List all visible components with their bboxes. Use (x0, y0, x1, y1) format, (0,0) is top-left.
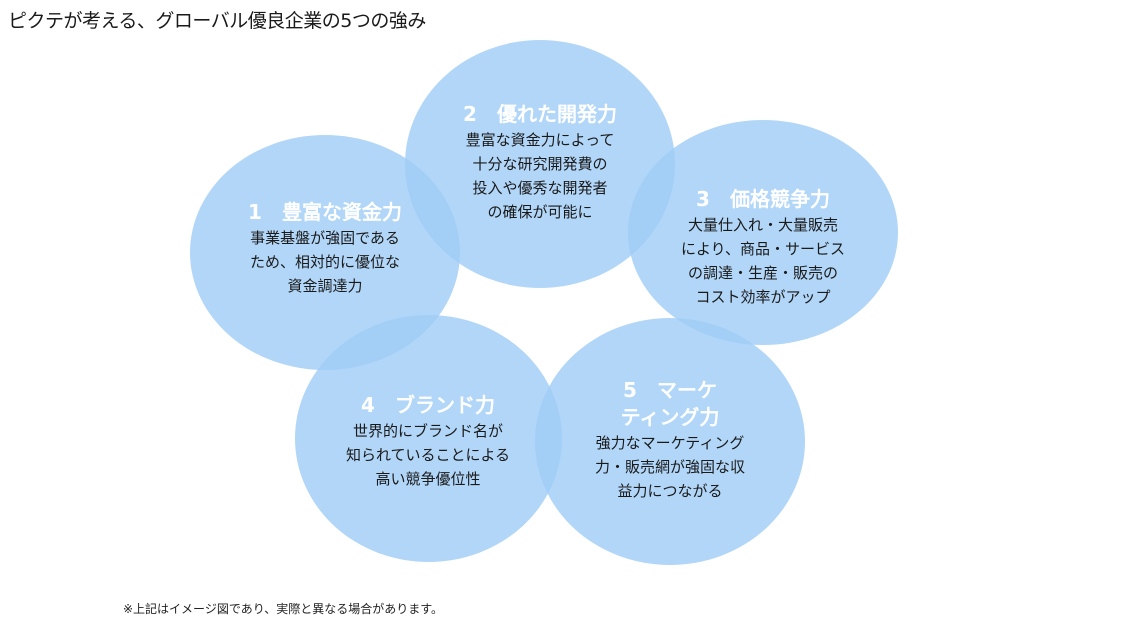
strength-title: 4 ブランド力 (361, 393, 495, 417)
circle-strength-4 (295, 315, 562, 562)
strength-title: 1 豊富な資金力 (248, 200, 402, 224)
strength-line: 知られていることによる (345, 446, 511, 464)
strength-title: 2 優れた開発力 (463, 102, 617, 126)
strength-line: 力・販売網が強固な収 (594, 458, 745, 476)
strength-line: により、商品・サービス (680, 240, 846, 258)
disclaimer-note: ※上記はイメージ図であり、実際と異なる場合があります。 (123, 602, 444, 616)
strength-line: 強力なマーケティング (595, 434, 745, 452)
strength-line: の確保が可能に (487, 203, 593, 221)
strength-line: 投入や優秀な開発者 (472, 179, 608, 197)
strength-line: 資金調達力 (287, 277, 363, 295)
strength-2-text: 2 優れた開発力 豊富な資金力によって 十分な研究開発費の 投入や優秀な開発者 … (410, 101, 670, 224)
strength-line: の調達・生産・販売の (687, 264, 838, 282)
strength-line: 世界的にブランド名が (352, 422, 503, 440)
strength-line: 十分な研究開発費の (472, 155, 608, 173)
strength-title: 3 価格競争力 (696, 187, 830, 211)
circle-strength-5 (535, 318, 805, 565)
strength-line: 豊富な資金力によって (465, 131, 615, 149)
strength-3-text: 3 価格競争力 大量仕入れ・大量販売 により、商品・サービス の調達・生産・販売… (633, 186, 893, 309)
strength-1-text: 1 豊富な資金力 事業基盤が強固である ため、相対的に優位な 資金調達力 (195, 199, 455, 298)
strength-line: ため、相対的に優位な (249, 253, 400, 271)
strength-line: 大量仕入れ・大量販売 (687, 216, 838, 234)
strength-4-text: 4 ブランド力 世界的にブランド名が 知られていることによる 高い競争優位性 (298, 392, 558, 491)
strength-title: ティング力 (620, 405, 720, 429)
page-title: ピクテが考える、グローバル優良企業の5つの強み (8, 10, 426, 32)
strength-line: 益力につながる (617, 482, 723, 500)
strength-line: 事業基盤が強固である (250, 229, 400, 247)
strength-5-text: 5 マーケ ティング力 強力なマーケティング 力・販売網が強固な収 益力につなが… (540, 377, 800, 503)
circle-strength-3 (628, 120, 898, 345)
strength-line: コスト効率がアップ (695, 288, 831, 306)
strength-title: 5 マーケ (623, 378, 717, 402)
strength-line: 高い競争優位性 (375, 470, 481, 488)
